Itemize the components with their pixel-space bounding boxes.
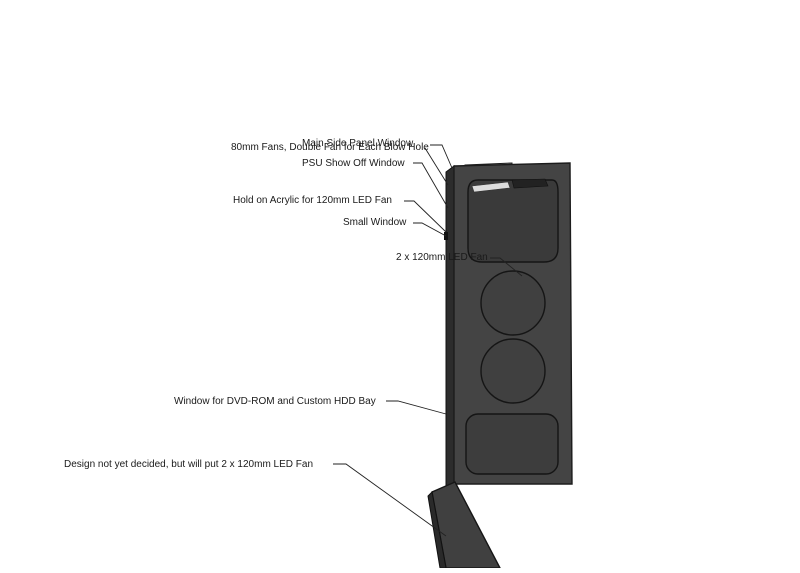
psu-internal-detail-2: [511, 178, 549, 189]
leader-acrylic: [404, 200, 447, 233]
leader-lines: [333, 144, 523, 537]
fan-circle-upper: [480, 270, 546, 336]
dvd-hdd-window: [465, 413, 559, 475]
case-side-face: [445, 165, 455, 491]
psu-window: [467, 179, 559, 263]
leader-design: [333, 463, 447, 537]
leader-psu-window: [413, 162, 449, 209]
leader-80mm-fans: [424, 147, 449, 186]
leader-main-side-panel: [430, 144, 453, 169]
label-small-window: Small Window: [343, 217, 407, 228]
label-main-side-panel-window: Main Side Panel Window: [302, 138, 414, 149]
psu-internal-detail: [471, 181, 511, 193]
label-psu-show-off-window: PSU Show Off Window: [302, 158, 405, 169]
label-dvd-rom-window: Window for DVD-ROM and Custom HDD Bay: [174, 396, 376, 407]
fan-circle-lower: [480, 338, 546, 404]
label-hold-on-acrylic: Hold on Acrylic for 120mm LED Fan: [233, 195, 392, 206]
label-design-not-decided: Design not yet decided, but will put 2 x…: [64, 459, 314, 470]
leader-small-window: [413, 222, 447, 237]
leader-120mm-fan: [490, 257, 523, 277]
label-120mm-led-fan: 2 x 120mm LED Fan: [396, 252, 488, 263]
leader-dvd-rom: [386, 400, 447, 415]
label-80mm-fans: 80mm Fans, Double Fan for Each Blow Hole: [231, 142, 429, 153]
